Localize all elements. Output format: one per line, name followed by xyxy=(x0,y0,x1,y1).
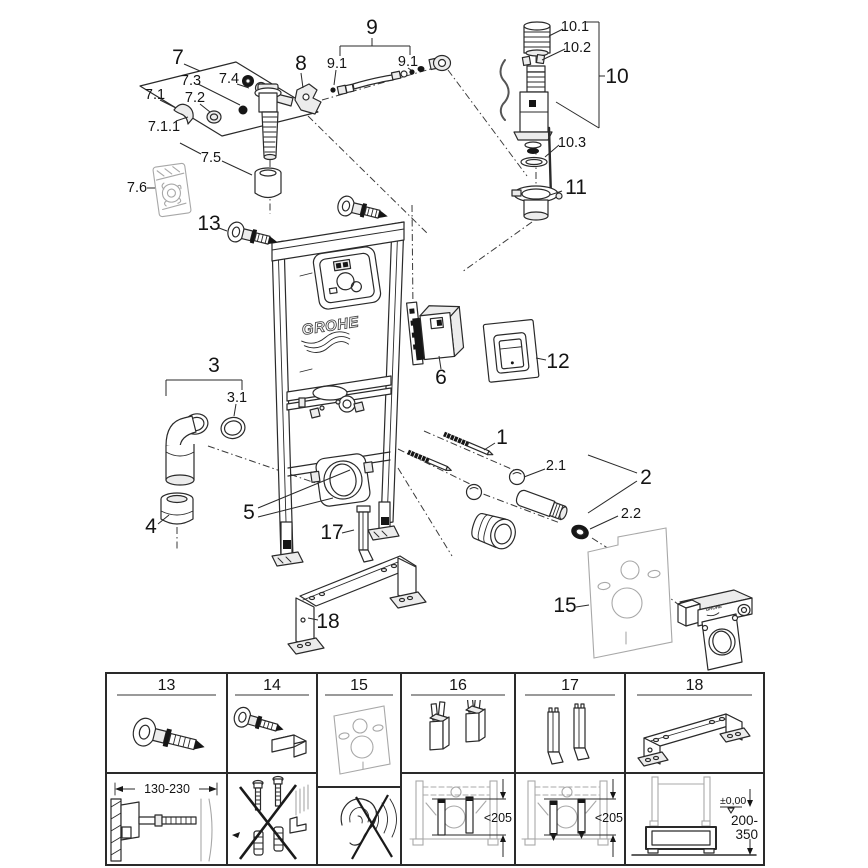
dimension-130-230: 130-230 xyxy=(144,782,190,796)
hanger-bolt-with-bracket-icon xyxy=(228,698,316,774)
screws-and-plugs-crossed-out-icon xyxy=(228,774,316,864)
callout-5: 5 xyxy=(243,501,255,524)
part-5-leader xyxy=(257,469,351,518)
callout-2-1: 2.1 xyxy=(546,458,566,474)
table-column-13: 13 130-230 xyxy=(107,674,228,864)
callout-7-1: 7.1 xyxy=(145,87,165,103)
callout-7-2: 7.2 xyxy=(185,90,205,106)
frame-lower-section-icon: <205 xyxy=(516,774,624,864)
callout-2-2: 2.2 xyxy=(621,506,641,522)
callout-3-1: 3.1 xyxy=(227,390,247,406)
frame-base-height-icon: ±0,00 200- 350 xyxy=(626,774,763,864)
table-column-18: 18 xyxy=(626,674,763,864)
part-2-fixing-set xyxy=(465,454,638,550)
callout-8: 8 xyxy=(295,52,307,75)
dimension-under-205: <205 xyxy=(484,811,512,825)
callout-4: 4 xyxy=(145,515,157,538)
table-header-15: 15 xyxy=(318,674,400,698)
grohe-logo: GROHE xyxy=(300,313,361,354)
wall-outlet-bracket: GROHE xyxy=(677,589,753,671)
callout-labels: 7 7.3 7.4 7.1 7.2 7.1.1 7.5 7.6 8 9 9.1 … xyxy=(127,16,652,633)
dimension-level-zero: ±0,00 xyxy=(720,795,746,807)
callout-12: 12 xyxy=(546,350,569,373)
part-3-flush-bend xyxy=(165,379,246,486)
table-header-17-label: 17 xyxy=(561,677,579,694)
table-column-16: 16 xyxy=(402,674,516,864)
part-8-bracket xyxy=(294,72,322,115)
part-1-threaded-rods xyxy=(407,431,496,471)
part-17-support-bracket xyxy=(356,505,374,563)
table-column-14: 14 xyxy=(228,674,318,864)
callout-9-1-right: 9.1 xyxy=(398,54,418,70)
bracket-logo-text: GROHE xyxy=(705,603,723,612)
callout-10-2: 10.2 xyxy=(563,40,591,56)
callout-2: 2 xyxy=(640,466,652,489)
callout-10-1: 10.1 xyxy=(561,19,589,35)
frame-tower: GROHE xyxy=(271,221,427,567)
table-header-14: 14 xyxy=(228,674,316,698)
callout-6: 6 xyxy=(435,366,447,389)
installation-table: 13 130-230 xyxy=(105,672,765,866)
callout-7-5: 7.5 xyxy=(201,150,221,166)
callout-15: 15 xyxy=(553,594,576,617)
ear-noise-crossed-out-icon xyxy=(318,788,400,864)
callout-10: 10 xyxy=(605,65,628,88)
callout-9: 9 xyxy=(366,16,378,39)
dimension-200-350-line2: 350 xyxy=(735,827,758,842)
callout-18: 18 xyxy=(316,610,339,633)
callout-7: 7 xyxy=(172,46,184,69)
table-header-13-label: 13 xyxy=(157,677,176,694)
dimension-200-350-line1: 200- xyxy=(731,813,758,828)
table-header-16: 16 xyxy=(402,674,514,698)
grohe-logo-text: GROHE xyxy=(301,313,361,338)
callout-7-3: 7.3 xyxy=(181,73,201,89)
support-blocks-icon xyxy=(402,698,514,774)
dimension-under-205: <205 xyxy=(595,811,623,825)
callout-1: 1 xyxy=(496,426,508,449)
table-column-17: 17 xyxy=(516,674,626,864)
mounting-frame-icon xyxy=(626,698,763,774)
part-4-cap xyxy=(157,492,194,525)
callout-13: 13 xyxy=(197,212,220,235)
frame-lower-section-icon: <205 xyxy=(402,774,514,864)
callout-7-6: 7.6 xyxy=(127,180,147,196)
callout-10-3: 10.3 xyxy=(558,135,586,151)
callout-3: 3 xyxy=(208,354,220,377)
part-12-flush-plate xyxy=(482,319,547,383)
part-15-sound-insulation-sheet xyxy=(575,527,673,659)
part-10-flush-valve-assembly xyxy=(499,21,605,221)
table-header-17: 17 xyxy=(516,674,624,698)
exploded-parts-diagram: GROHE xyxy=(127,16,753,671)
part-13-hanger-bolts xyxy=(218,195,388,245)
table-header-13: 13 xyxy=(107,674,226,698)
table-header-16-label: 16 xyxy=(449,677,467,694)
callout-9-1-left: 9.1 xyxy=(327,56,347,72)
sound-insulation-sheet-icon xyxy=(318,698,400,788)
callout-7-4: 7.4 xyxy=(219,71,239,87)
table-header-18-label: 18 xyxy=(685,677,704,694)
table-header-14-label: 14 xyxy=(263,677,281,694)
table-column-15: 15 xyxy=(318,674,402,864)
wall-mount-side-view-icon: 130-230 xyxy=(107,774,226,864)
callout-7-1-1: 7.1.1 xyxy=(148,119,180,135)
table-header-15-label: 15 xyxy=(350,677,368,694)
callout-17: 17 xyxy=(320,521,343,544)
part-18-mounting-frame xyxy=(287,555,427,655)
callout-11: 11 xyxy=(565,176,587,199)
part-7-filling-valve-assembly xyxy=(139,61,319,218)
support-brackets-icon xyxy=(516,698,624,774)
table-header-18: 18 xyxy=(626,674,763,698)
part-6-protection-box xyxy=(405,301,465,370)
part-9-hose-assembly xyxy=(330,38,452,96)
wall-hanger-bolt-icon xyxy=(107,698,226,774)
